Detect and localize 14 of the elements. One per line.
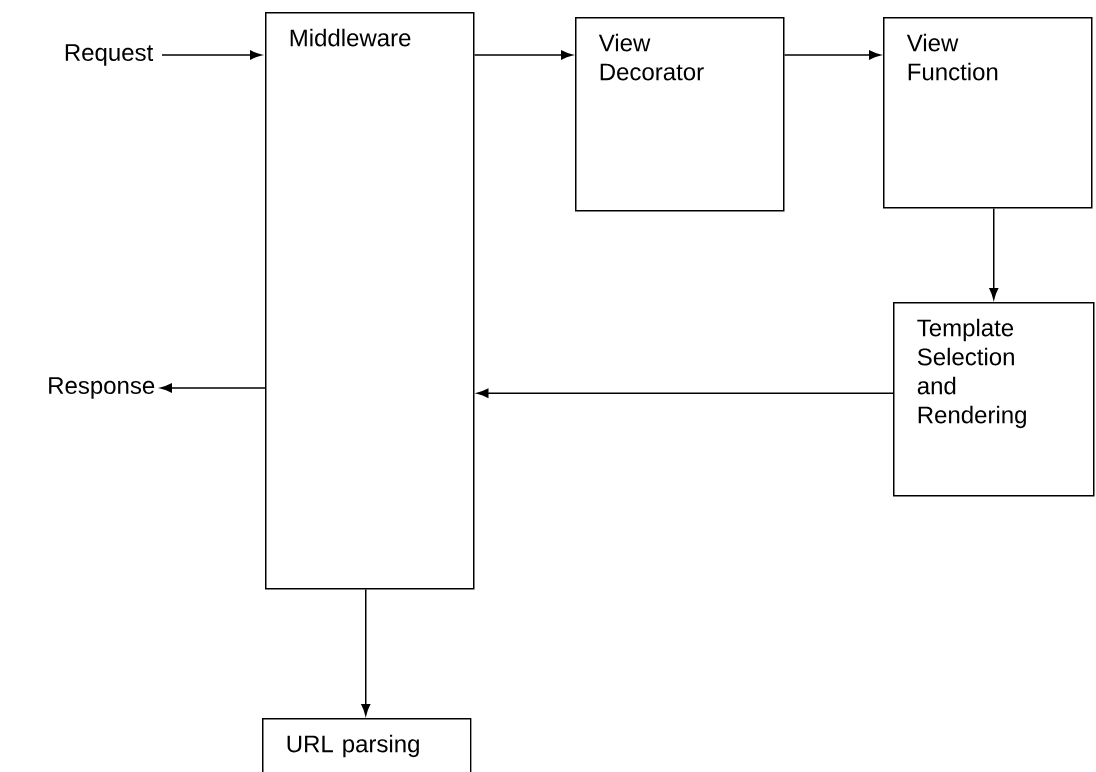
node-label: Request xyxy=(65,44,154,66)
process-box: URL parsing xyxy=(262,718,472,772)
arrow xyxy=(161,50,262,60)
arrow xyxy=(783,50,881,60)
node-label: Response xyxy=(49,377,155,399)
arrow xyxy=(160,383,266,393)
arrow xyxy=(473,50,573,60)
process-box: Middleware xyxy=(265,12,475,590)
process-box: Template Selection and Rendering xyxy=(893,302,1095,497)
arrow xyxy=(989,207,999,300)
arrow xyxy=(477,388,894,398)
process-box: View Decorator xyxy=(575,17,785,212)
process-box: View Function xyxy=(883,17,1093,209)
arrow xyxy=(361,588,371,716)
